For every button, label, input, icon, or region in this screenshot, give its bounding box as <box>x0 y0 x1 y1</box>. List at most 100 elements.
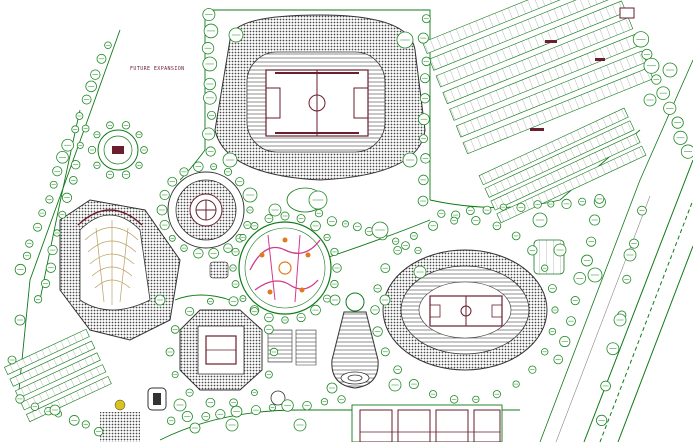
tree-symbol <box>7 355 17 365</box>
tree-symbol <box>414 246 422 255</box>
tree-symbol <box>223 167 233 176</box>
tree-symbol <box>93 427 104 437</box>
tree-symbol <box>606 342 620 356</box>
tree-symbol <box>56 151 69 164</box>
tree-symbol <box>75 112 84 120</box>
tree-symbol <box>533 200 542 209</box>
tree-symbol <box>600 380 611 392</box>
tree-symbol <box>181 411 193 423</box>
tree-symbol <box>168 234 176 242</box>
tree-symbol <box>215 409 226 420</box>
tree-symbol <box>154 294 166 306</box>
tree-symbol <box>417 195 429 207</box>
tree-symbol <box>418 174 429 186</box>
tree-symbol <box>246 206 254 214</box>
tree-symbol <box>61 192 73 203</box>
tree-symbol <box>202 127 216 141</box>
tree-symbol <box>417 113 430 126</box>
tree-symbol <box>264 324 274 335</box>
round-pavilion <box>167 171 245 249</box>
tree-symbol <box>420 73 430 84</box>
tree-symbol <box>185 388 194 397</box>
tree-symbol <box>76 141 84 149</box>
tree-symbol <box>332 263 342 273</box>
tree-symbol <box>512 380 520 388</box>
tree-symbol <box>380 347 390 357</box>
tree-symbol <box>202 56 218 72</box>
tennis-courts <box>351 404 503 442</box>
tree-symbol <box>586 236 597 247</box>
tree-symbol <box>613 313 627 327</box>
indoor-court-building <box>179 309 293 391</box>
tree-symbol <box>228 296 239 307</box>
tree-symbol <box>323 294 332 303</box>
tree-symbol <box>330 247 339 257</box>
tree-symbol <box>106 121 114 130</box>
tree-symbol <box>413 265 427 279</box>
tree-symbol <box>281 399 294 412</box>
tree-symbol <box>121 121 131 130</box>
tree-symbol <box>45 262 56 273</box>
tree-symbol <box>492 390 501 399</box>
tree-symbol <box>93 161 101 169</box>
tree-symbol <box>243 221 252 230</box>
tree-symbol <box>548 327 557 336</box>
tree-symbol <box>323 233 331 242</box>
tree-symbol <box>663 101 677 115</box>
tree-layer <box>7 8 693 437</box>
tree-symbol <box>205 146 216 157</box>
tree-symbol <box>14 314 26 326</box>
tree-symbol <box>38 209 47 217</box>
tree-symbol <box>310 220 321 232</box>
tree-symbol <box>33 295 43 304</box>
tree-symbol <box>320 398 329 406</box>
tree-symbol <box>511 231 521 241</box>
tree-symbol <box>281 316 289 324</box>
tree-symbol <box>280 211 290 221</box>
tree-symbol <box>388 378 402 392</box>
tree-symbol <box>429 390 438 399</box>
tree-symbol <box>69 176 78 185</box>
tree-symbol <box>532 212 548 228</box>
tree-symbol <box>173 398 187 412</box>
tree-symbol <box>30 402 40 411</box>
tree-symbol <box>547 200 555 208</box>
tree-symbol <box>396 31 414 49</box>
tree-symbol <box>326 216 337 227</box>
tree-symbol <box>264 370 273 379</box>
tree-symbol <box>437 209 446 218</box>
tree-symbol <box>93 131 101 139</box>
basketball-arena <box>382 249 548 371</box>
tree-symbol <box>47 244 58 256</box>
tree-symbol <box>337 395 346 404</box>
tree-symbol <box>596 414 608 426</box>
tree-symbol <box>656 86 671 100</box>
tree-symbol <box>492 221 502 231</box>
tree-symbol <box>330 279 339 289</box>
tree-symbol <box>189 422 201 434</box>
tree-symbol <box>49 404 61 416</box>
tree-symbol <box>81 420 90 429</box>
tree-symbol <box>371 221 389 239</box>
tree-symbol <box>393 365 402 375</box>
tree-symbol <box>222 152 238 168</box>
tree-symbol <box>499 203 507 211</box>
tree-symbol <box>68 415 80 426</box>
tree-symbol <box>81 94 92 105</box>
tree-symbol <box>193 248 204 259</box>
tree-symbol <box>193 161 204 172</box>
tree-symbol <box>210 163 218 171</box>
tree-symbol <box>341 220 349 228</box>
tree-symbol <box>629 238 640 249</box>
tree-symbol <box>96 53 107 64</box>
tree-symbol <box>201 42 215 55</box>
tree-symbol <box>643 93 657 107</box>
tree-symbol <box>370 305 380 315</box>
main-road <box>539 59 693 442</box>
tree-symbol <box>264 312 274 323</box>
tree-symbol <box>419 93 431 104</box>
tree-symbol <box>662 62 678 78</box>
tree-symbol <box>33 222 43 232</box>
tree-symbol <box>421 56 432 67</box>
tree-symbol <box>250 307 259 316</box>
